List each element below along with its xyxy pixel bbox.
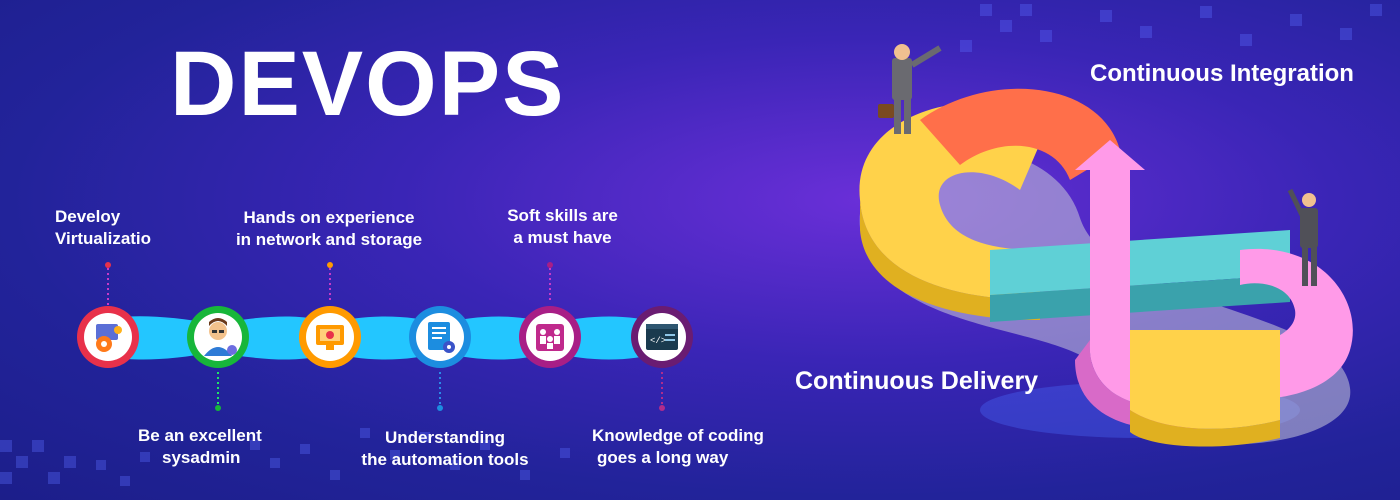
svg-text:</>: </>: [650, 336, 666, 346]
loop-pink-arrow: [1075, 140, 1220, 408]
businessman-raising-hand-icon: [1287, 188, 1318, 286]
continuous-delivery-label: Continuous Delivery: [795, 367, 1039, 395]
devops-infinity-loop: [859, 44, 1353, 447]
step-label-3: Hands on experience in network and stora…: [235, 208, 423, 249]
step-node-6: </>: [631, 306, 693, 368]
team-people-icon: [536, 324, 564, 351]
businessman-pointing-icon: [878, 44, 942, 134]
step-label-1: Develoy Virtualizatio: [55, 207, 152, 248]
network-monitor-icon: [316, 325, 344, 350]
step-node-2: [187, 306, 249, 368]
step-node-5: [519, 306, 581, 368]
automation-checklist-icon: [428, 322, 455, 353]
sysadmin-person-icon: [204, 318, 237, 356]
skills-timeline: </>: [77, 262, 693, 411]
code-window-icon: </>: [646, 324, 678, 350]
step-label-6: Knowledge of coding goes a long way: [592, 426, 764, 467]
loop-top-arc: [920, 88, 1120, 180]
step-label-4: Understanding the automation tools: [361, 428, 529, 469]
page-title: DEVOPS: [170, 33, 566, 135]
loop-middle-band: [990, 230, 1290, 295]
step-node-3: [299, 306, 361, 368]
step-node-4: [409, 306, 471, 368]
step-node-1: [77, 306, 139, 368]
step-label-2: Be an excellent sysadmin: [138, 426, 262, 467]
step-label-5: Soft skills are a must have: [507, 206, 618, 247]
continuous-integration-label: Continuous Integration: [1090, 60, 1354, 87]
gear-monitor-icon: [96, 324, 122, 352]
